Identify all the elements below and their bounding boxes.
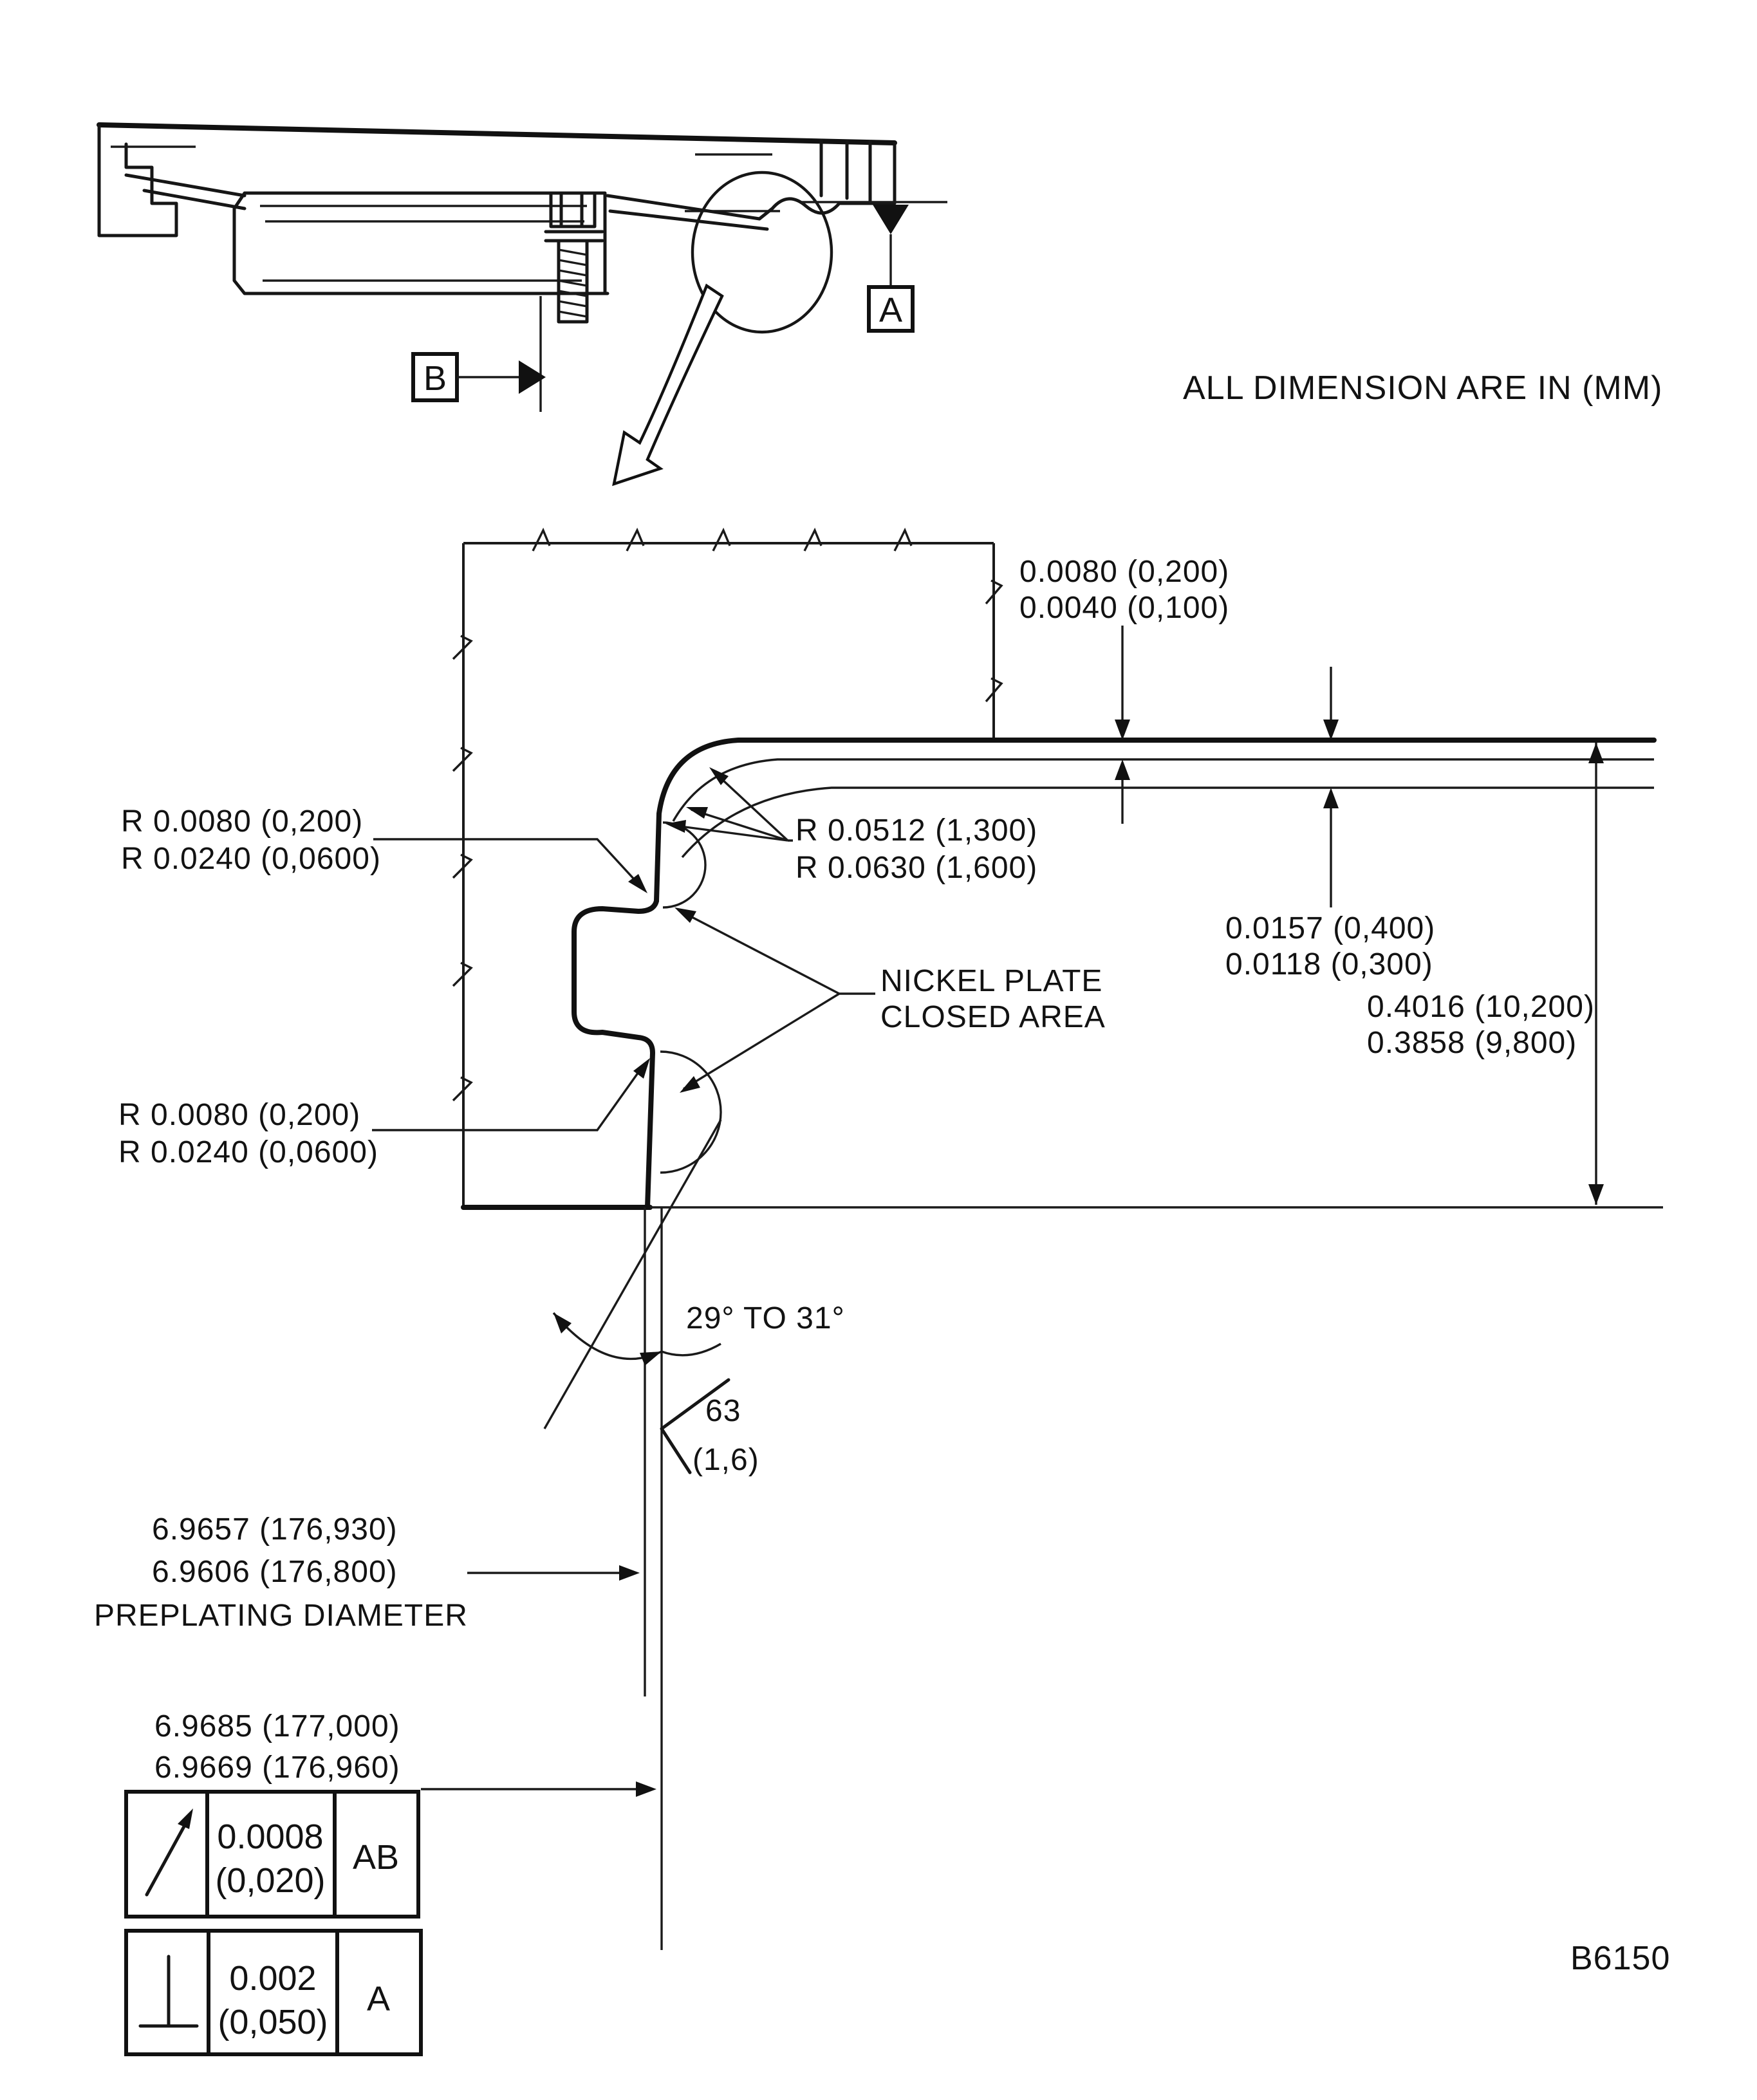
radius-upper-line1: R 0.0080 (0,200) (121, 804, 363, 839)
detail-balloon (691, 171, 833, 334)
angle-construction-line (543, 1119, 722, 1429)
radius-lower-leader (372, 1063, 646, 1131)
plate-depth-line2: 0.0118 (0,300) (1225, 947, 1433, 981)
fcf2-tolerance: 0.002 (229, 1959, 316, 1998)
stud-bolt (544, 191, 604, 324)
perpendicularity-icon (138, 1955, 199, 2028)
left-web (124, 173, 246, 210)
radius-upper-line2: R 0.0240 (0,0600) (121, 842, 381, 876)
radius-lower-line2: R 0.0240 (0,0600) (118, 1135, 378, 1169)
top-land-surface (654, 738, 1657, 904)
hub-inner-lines (260, 205, 587, 282)
preplating-line3: PREPLATING DIAMETER (94, 1599, 468, 1633)
surface-finish-metric: (1,6) (693, 1443, 759, 1477)
part-cross-section: A B (97, 122, 947, 487)
datum-a-callout: A (801, 201, 947, 333)
break-ticks-top (532, 527, 913, 552)
radius-fillet-line1: R 0.0512 (1,300) (795, 813, 1037, 848)
datum-b-callout: B (411, 352, 546, 402)
plating-line-1 (672, 758, 1654, 822)
part-top-edge (97, 122, 897, 145)
rim-seat (758, 197, 841, 221)
preplating-line2: 6.9606 (176,800) (152, 1555, 398, 1589)
annotations: ALL DIMENSION ARE IN (MM) 0.0080 (0,200)… (94, 369, 1670, 1977)
break-ticks-right (985, 579, 1003, 703)
detail-arrow (612, 283, 724, 487)
nickel-note-line2: CLOSED AREA (880, 1000, 1106, 1034)
right-web (606, 194, 769, 231)
datum-a-triangle (873, 205, 909, 234)
detail-view (452, 527, 1657, 1950)
closed-area-arc-lower (660, 1050, 722, 1174)
radius-fillet-leaders (670, 770, 793, 842)
right-rim (819, 138, 897, 205)
groove-depth-line1: 0.4016 (10,200) (1367, 990, 1595, 1024)
fcf2-datum: A (367, 1980, 390, 2018)
final-diameter-line1: 6.9685 (177,000) (154, 1709, 400, 1743)
datum-b-label: B (423, 359, 447, 398)
datum-a-label: A (879, 291, 902, 330)
fcf1-datum: AB (353, 1838, 399, 1877)
plate-depth-line1: 0.0157 (0,400) (1225, 911, 1435, 945)
radius-lower-line1: R 0.0080 (0,200) (118, 1098, 360, 1132)
circular-runout-icon (145, 1808, 193, 1897)
ring-groove-profile (572, 898, 659, 1210)
datum-a-box (867, 285, 915, 333)
dimensions (372, 626, 1663, 1797)
fcf1-tolerance: 0.0008 (217, 1817, 323, 1856)
final-diameter-line2: 6.9669 (176,960) (154, 1751, 400, 1785)
thread-hatch (558, 248, 588, 318)
plating-thickness-line2: 0.0040 (0,100) (1019, 591, 1229, 625)
radius-fillet-line2: R 0.0630 (1,600) (795, 851, 1037, 885)
hub (232, 191, 609, 295)
angle-arc-arrow-left (553, 1313, 572, 1333)
angle-label: 29° TO 31° (686, 1301, 845, 1335)
datum-b-triangle (519, 360, 546, 394)
nickel-note-line1: NICKEL PLATE (880, 964, 1102, 998)
fcf2-tolerance-metric: (0,050) (218, 2003, 328, 2041)
figure-code: B6150 (1570, 1940, 1670, 1977)
radius-upper-leader (373, 838, 644, 889)
surface-finish-icon (660, 1378, 730, 1474)
break-ticks-left (452, 635, 473, 1102)
groove-depth-dim-lines (650, 743, 1663, 1209)
section-boundary (452, 527, 1003, 1207)
left-flange (97, 123, 178, 237)
surface-finish-value: 63 (705, 1394, 741, 1428)
plating-thickness-line1: 0.0080 (0,200) (1019, 555, 1229, 589)
feature-control-frame-runout: 0.0008 (0,020) AB (124, 1790, 420, 1919)
angle-leader (661, 1343, 721, 1357)
feature-control-frame-perpendicularity: 0.002 (0,050) A (124, 1929, 423, 2056)
preplating-line1: 6.9657 (176,930) (152, 1512, 398, 1547)
fcf1-tolerance-metric: (0,020) (215, 1861, 325, 1900)
nickel-note-leaders (678, 909, 875, 1090)
closed-area-arc-upper (662, 821, 707, 909)
units-note: ALL DIMENSION ARE IN (MM) (1183, 369, 1662, 407)
groove-depth-line2: 0.3858 (9,800) (1367, 1026, 1577, 1060)
angle-arc-arrow-right (640, 1352, 662, 1366)
